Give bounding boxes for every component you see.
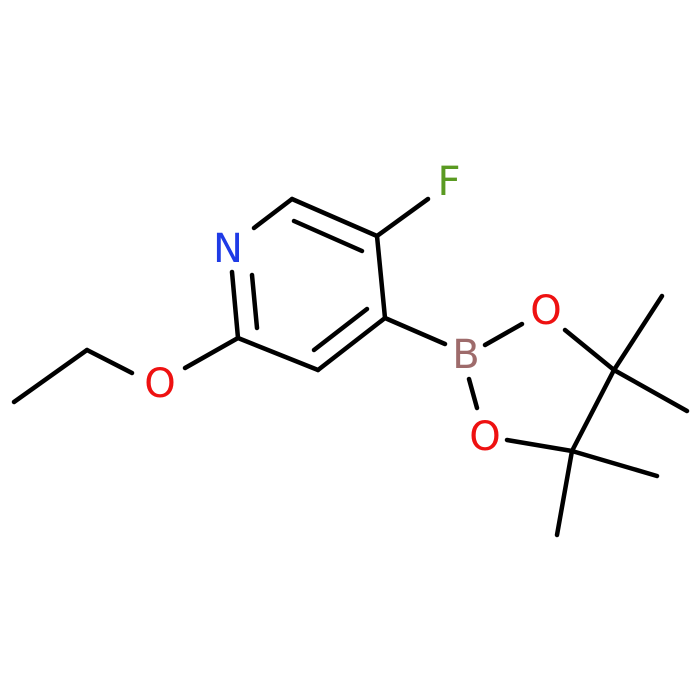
atom-o-upper: O xyxy=(530,288,561,334)
bond-c5-c4 xyxy=(374,233,388,321)
bond-c6-c5 xyxy=(289,196,380,239)
bond-cq1-cq2 xyxy=(569,367,617,454)
bond-c6-c5-inner xyxy=(291,218,365,254)
bond-n-c6 xyxy=(251,196,295,231)
bonds xyxy=(11,196,690,538)
bond-c5-f xyxy=(374,196,431,239)
bond-c2-n-inner xyxy=(249,272,260,331)
bond-c2-n xyxy=(229,269,241,341)
bond-ch3-ch2 xyxy=(11,347,90,405)
bond-c3-c2 xyxy=(235,335,321,373)
bond-cq2-me-bottom xyxy=(554,448,575,538)
atom-labels: N F O B O O xyxy=(144,159,561,460)
bond-cq1-me-top xyxy=(611,293,665,373)
bond-c4-b xyxy=(382,315,448,347)
bond-cq2-o-lower xyxy=(504,437,575,454)
bond-cq2-me-right xyxy=(569,448,660,479)
bond-b-o-upper xyxy=(482,321,525,348)
atom-o-lower: O xyxy=(469,414,500,460)
bond-cq1-me-right xyxy=(611,367,690,414)
bond-o-ethoxy-c2 xyxy=(182,335,241,371)
bond-o-lower-b xyxy=(466,376,480,411)
bond-c4-c3 xyxy=(315,315,388,373)
bond-ch2-o-ethoxy xyxy=(84,347,135,376)
atom-o-ethoxy: O xyxy=(144,361,175,407)
atom-n: N xyxy=(213,226,243,272)
atom-b: B xyxy=(452,332,479,378)
bond-o-upper-cq1 xyxy=(562,327,617,373)
atom-f: F xyxy=(437,159,460,205)
bond-c4-c3-inner xyxy=(311,306,370,353)
